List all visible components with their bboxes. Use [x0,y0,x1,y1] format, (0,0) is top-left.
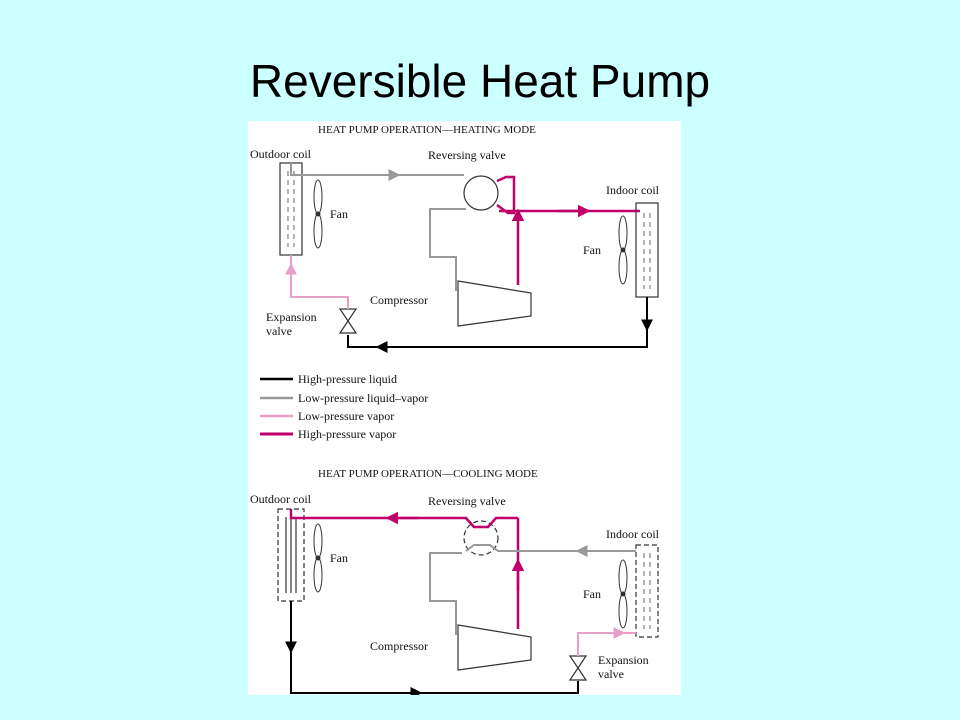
heating-expansion-valve-icon [338,308,358,334]
cooling-pipe-low-mix [429,544,636,635]
heating-outdoor-coil-label: Outdoor coil [250,147,312,161]
cooling-pipe-low-vapor [577,627,636,656]
heating-indoor-coil [635,202,659,298]
legend-label-1: Low-pressure liquid–vapor [298,391,428,405]
heating-reversing-valve-label: Reversing valve [428,148,506,162]
heating-compressor-label: Compressor [370,293,428,307]
cooling-title: HEAT PUMP OPERATION—COOLING MODE [318,468,538,480]
legend-label-3: High-pressure vapor [298,427,396,441]
legend-label-2: Low-pressure vapor [298,409,394,423]
heating-indoor-fan-icon [618,215,628,285]
heating-indoor-fan-label: Fan [583,243,601,257]
legend: High-pressure liquid Low-pressure liquid… [260,372,428,441]
cooling-expansion-label-2: valve [598,667,624,681]
cooling-outdoor-fan-icon [313,523,323,593]
cooling-expansion-label-1: Expansion [598,653,649,667]
cooling-outdoor-fan-label: Fan [330,551,348,565]
heating-expansion-label-1: Expansion [266,310,317,324]
cooling-indoor-fan-label: Fan [583,587,601,601]
cooling-indoor-coil [635,544,659,638]
heating-pipe-outdoor-to-valve [290,163,464,176]
cooling-compressor [457,624,532,671]
cooling-indoor-coil-label: Indoor coil [606,527,660,541]
cooling-reversing-valve [463,520,499,556]
heating-indoor-coil-label: Indoor coil [606,183,660,197]
heating-pipe-low-vapor [285,255,349,309]
heat-pump-diagram: HEAT PUMP OPERATION—HEATING MODE Outdoor… [248,121,681,695]
heating-pipe-hot-gas [496,175,640,285]
cooling-mode-diagram: HEAT PUMP OPERATION—COOLING MODE Outdoor… [250,468,660,695]
cooling-compressor-label: Compressor [370,639,428,653]
heating-outdoor-coil [279,162,303,256]
cooling-outdoor-coil [277,508,305,602]
cooling-outdoor-coil-label: Outdoor coil [250,492,312,506]
cooling-reversing-valve-label: Reversing valve [428,494,506,508]
slide-title: Reversible Heat Pump [249,55,711,107]
heating-title: HEAT PUMP OPERATION—HEATING MODE [318,124,536,136]
cooling-pipe-hot-gas [289,509,525,629]
heating-reversing-valve [463,175,499,211]
heating-expansion-label-2: valve [266,324,292,338]
heating-pipe-liquid [347,297,653,353]
heating-compressor [457,280,532,327]
cooling-expansion-valve-icon [568,655,588,681]
heating-mode-diagram: HEAT PUMP OPERATION—HEATING MODE Outdoor… [250,124,660,353]
cooling-pipe-liquid [285,601,579,695]
heating-outdoor-fan-icon [313,179,323,249]
legend-label-0: High-pressure liquid [298,372,397,386]
heating-outdoor-fan-label: Fan [330,207,348,221]
cooling-indoor-fan-icon [618,559,628,629]
